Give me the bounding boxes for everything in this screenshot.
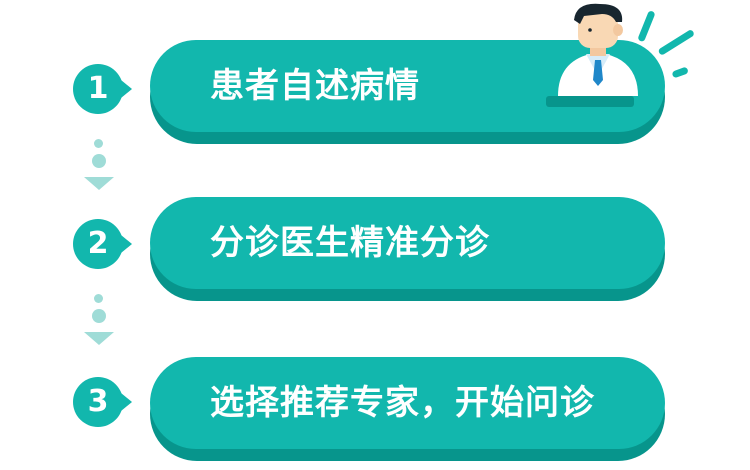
connector-dot (94, 139, 103, 148)
step-3-number-badge: 3 (73, 377, 132, 427)
step-3-label: 选择推荐专家，开始问诊 (210, 383, 595, 423)
down-arrow-icon (84, 332, 114, 345)
step-3-number: 3 (87, 384, 109, 419)
step-connector-1 (84, 139, 114, 195)
doctor-icon (546, 3, 694, 107)
connector-dot (94, 294, 103, 303)
step-2-card: 分诊医生精准分诊 (150, 197, 665, 301)
step-3-card-face: 选择推荐专家，开始问诊 (150, 357, 665, 449)
step-1-number: 1 (87, 71, 109, 106)
step-2-number-badge: 2 (73, 219, 132, 269)
step-3-card: 选择推荐专家，开始问诊 (150, 357, 665, 461)
step-2-number: 2 (87, 226, 109, 261)
step-connector-2 (84, 294, 114, 350)
step-2-card-face: 分诊医生精准分诊 (150, 197, 665, 289)
step-2-label: 分诊医生精准分诊 (210, 223, 490, 263)
connector-dot (92, 154, 106, 168)
connector-dot (92, 309, 106, 323)
step-1-number-badge: 1 (73, 64, 132, 114)
step-1-label: 患者自述病情 (210, 66, 420, 106)
down-arrow-icon (84, 177, 114, 190)
